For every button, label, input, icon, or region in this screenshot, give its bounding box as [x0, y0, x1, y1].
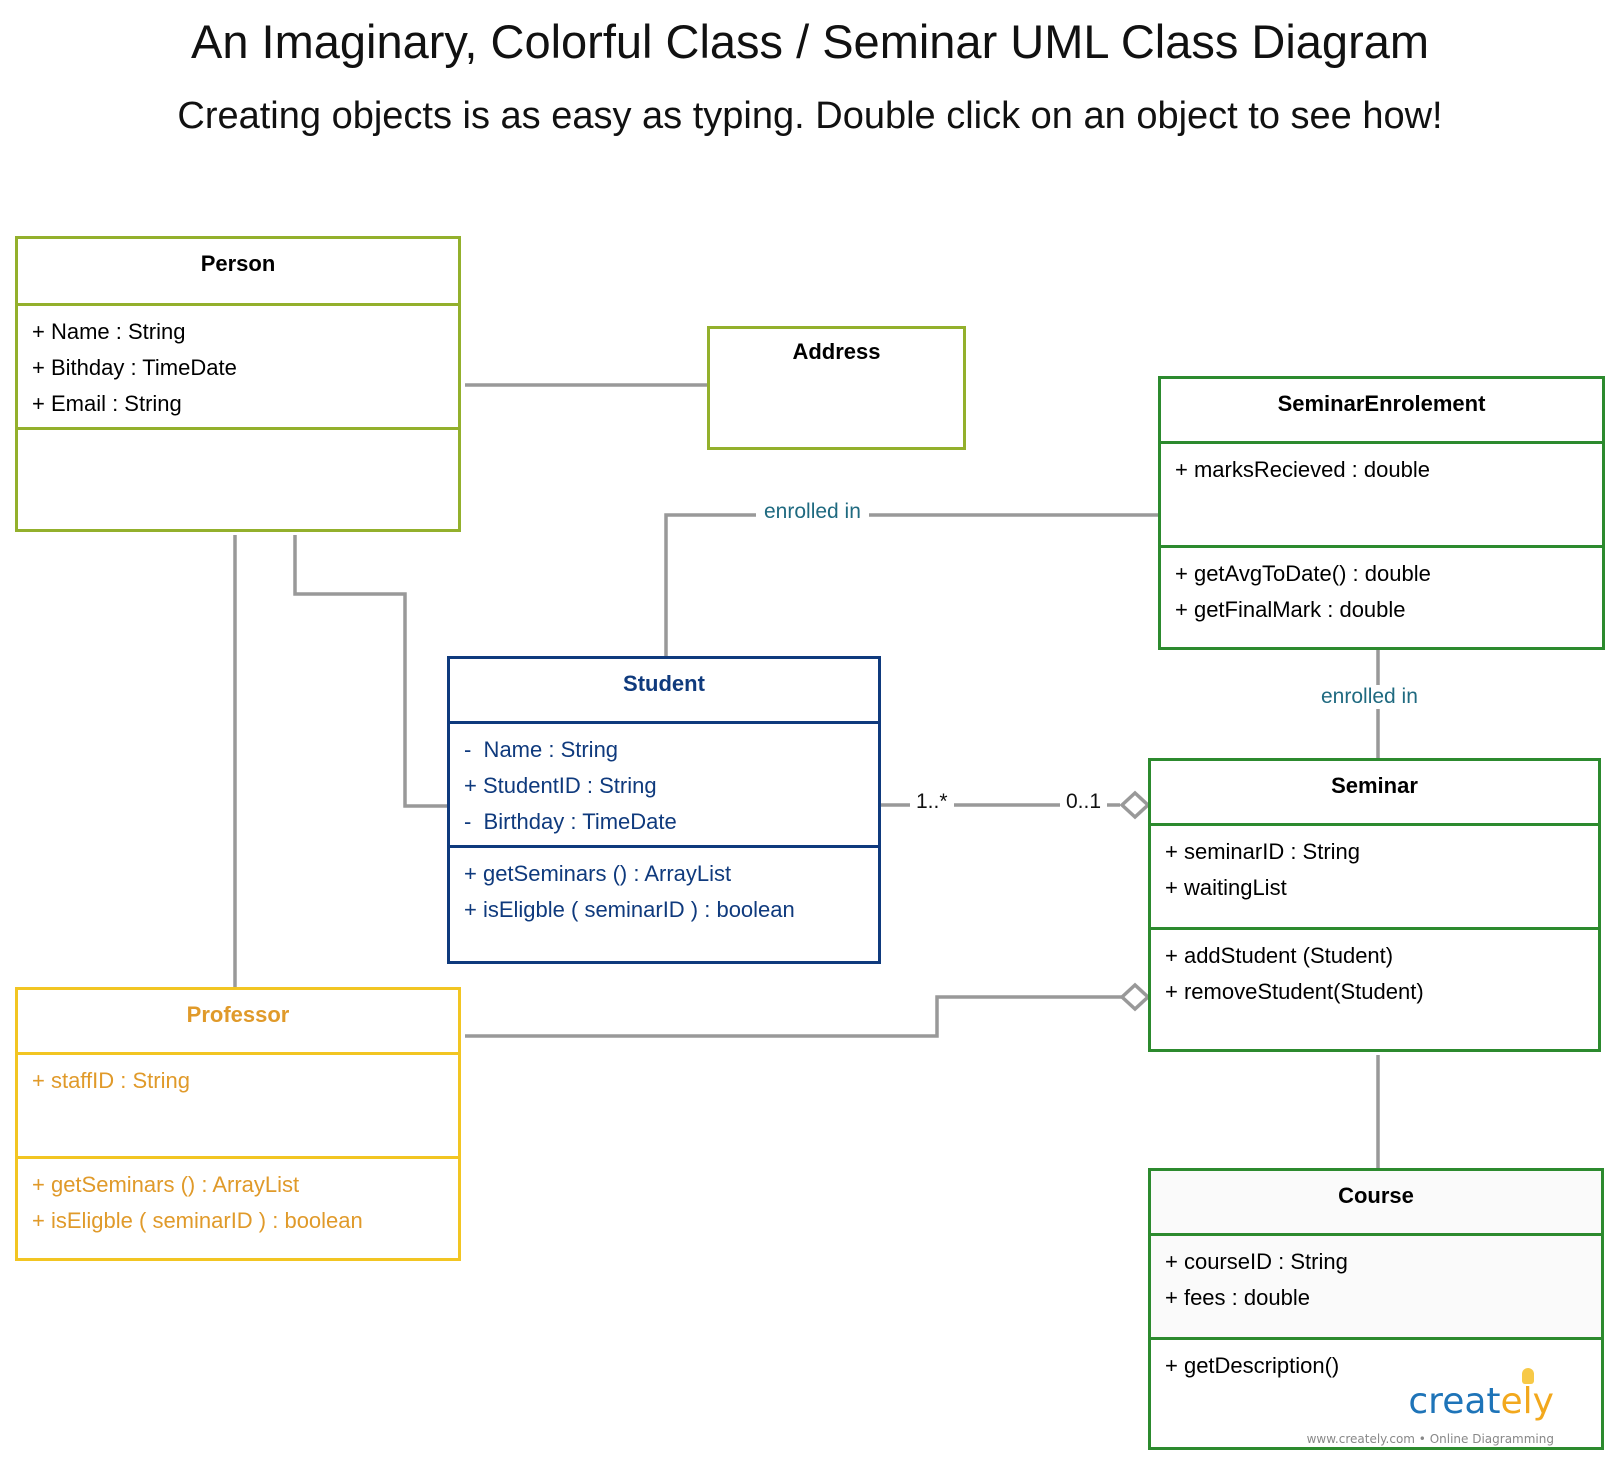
- operation: + getSeminars () : ArrayList: [32, 1172, 300, 1197]
- class-name: Professor: [186, 1002, 290, 1027]
- class-name: Person: [200, 251, 276, 276]
- attributes-section: + staffID : String: [18, 1052, 458, 1156]
- class-name: Student: [623, 671, 705, 696]
- connector-person-student[interactable]: [293, 535, 448, 808]
- association-label: enrolled in: [756, 500, 869, 524]
- class-seminar-enrolement[interactable]: SeminarEnrolement + marksRecieved : doub…: [1158, 376, 1605, 650]
- operations-section: + getSeminars () : ArrayList + isEligble…: [18, 1156, 458, 1258]
- attribute: + staffID : String: [32, 1068, 190, 1093]
- attribute: + Email : String: [32, 391, 182, 416]
- operations-section: + addStudent (Student) + removeStudent(S…: [1151, 927, 1598, 1049]
- attributes-section: + marksRecieved : double: [1161, 441, 1602, 545]
- attribute: - Name : String: [464, 737, 619, 762]
- attribute: + seminarID : String: [1165, 839, 1361, 864]
- class-professor[interactable]: Professor + staffID : String + getSemina…: [15, 987, 461, 1261]
- creately-tagline: www.creately.com • Online Diagramming: [1298, 1432, 1554, 1446]
- diagram-title: An Imaginary, Colorful Class / Seminar U…: [190, 15, 1430, 68]
- class-address[interactable]: Address: [707, 326, 966, 450]
- class-name: SeminarEnrolement: [1277, 391, 1486, 416]
- operation: + getAvgToDate() : double: [1175, 561, 1431, 586]
- class-name: Address: [792, 339, 881, 364]
- operation: + addStudent (Student): [1165, 943, 1394, 968]
- class-student[interactable]: Student - Name : String + StudentID : St…: [447, 656, 881, 964]
- attribute: + Bithday : TimeDate: [32, 355, 237, 380]
- attributes-section: - Name : String + StudentID : String - B…: [450, 721, 878, 845]
- operations-section: [18, 427, 458, 529]
- attribute: + StudentID : String: [464, 773, 657, 798]
- aggregation-diamond-icon: [1119, 790, 1151, 820]
- operation: + removeStudent(Student): [1165, 979, 1424, 1004]
- class-name: Course: [1338, 1183, 1414, 1208]
- operations-section: + getAvgToDate() : double + getFinalMark…: [1161, 545, 1602, 647]
- multiplicity-seminar: 0..1: [1060, 790, 1108, 814]
- attribute: + fees : double: [1165, 1285, 1310, 1310]
- operation: + getFinalMark : double: [1175, 597, 1406, 622]
- diagram-subtitle: Creating objects is as easy as typing. D…: [177, 95, 1443, 137]
- connector-professor-seminar[interactable]: [465, 995, 1122, 1038]
- attribute: + Name : String: [32, 319, 186, 344]
- class-seminar[interactable]: Seminar + seminarID : String + waitingLi…: [1148, 758, 1601, 1052]
- association-label: enrolled in: [1313, 685, 1426, 709]
- logo-text: creat: [1408, 1381, 1501, 1422]
- attribute: + courseID : String: [1165, 1249, 1348, 1274]
- operation: + isEligble ( seminarID ) : boolean: [464, 897, 795, 922]
- attribute: + waitingList: [1165, 875, 1287, 900]
- creately-logo: creately: [1408, 1384, 1554, 1420]
- operation: + isEligble ( seminarID ) : boolean: [32, 1208, 363, 1233]
- class-course[interactable]: Course + courseID : String + fees : doub…: [1148, 1168, 1604, 1450]
- attributes-section: + Name : String + Bithday : TimeDate + E…: [18, 303, 458, 427]
- connector-student-enrolement[interactable]: [664, 513, 1158, 658]
- logo-text-accent: ely: [1500, 1381, 1554, 1422]
- operation: + getDescription(): [1165, 1353, 1340, 1378]
- class-name: Seminar: [1331, 773, 1418, 798]
- attribute: + marksRecieved : double: [1175, 457, 1430, 482]
- class-person[interactable]: Person + Name : String + Bithday : TimeD…: [15, 236, 461, 532]
- operations-section: + getSeminars () : ArrayList + isEligble…: [450, 845, 878, 961]
- operation: + getSeminars () : ArrayList: [464, 861, 732, 886]
- attributes-section: + seminarID : String + waitingList: [1151, 823, 1598, 927]
- lightbulb-icon: [1522, 1368, 1534, 1384]
- multiplicity-student: 1..*: [910, 790, 954, 814]
- attributes-section: + courseID : String + fees : double: [1151, 1233, 1601, 1337]
- attribute: - Birthday : TimeDate: [464, 809, 677, 834]
- aggregation-diamond-icon: [1119, 982, 1151, 1012]
